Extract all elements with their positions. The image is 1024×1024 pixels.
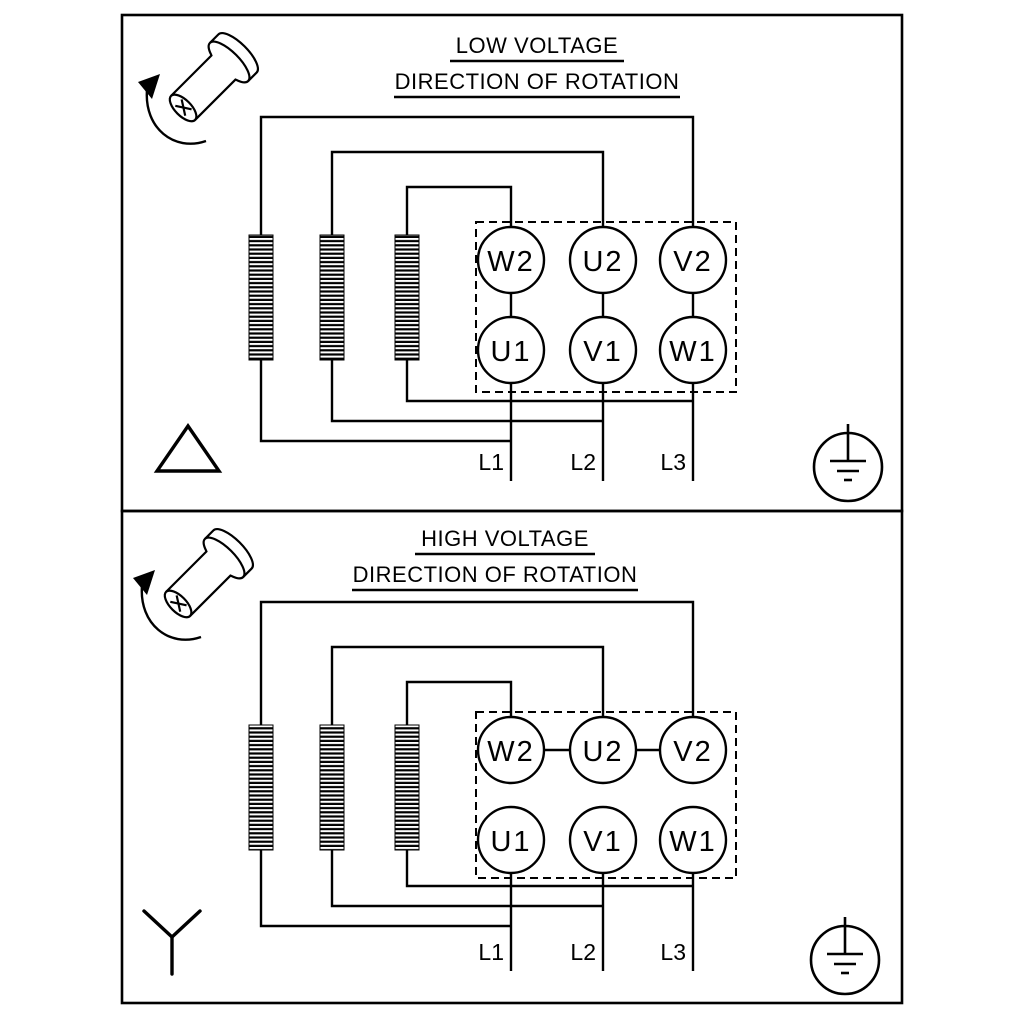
wire-coil3-bottom xyxy=(405,360,693,403)
terminal-u1: U1 xyxy=(476,805,546,875)
earth-ground-icon xyxy=(809,917,881,996)
terminal-block: W2 U2 V2 U1 V1 W1 xyxy=(475,711,737,879)
terminal-u1: U1 xyxy=(476,315,546,385)
terminal-v2: V2 xyxy=(658,715,728,785)
stator-windings xyxy=(248,724,420,851)
terminal-block-outline xyxy=(475,711,737,879)
winding-coil-3 xyxy=(394,234,420,361)
panel-title: HIGH VOLTAGE xyxy=(421,526,589,551)
lead-label-l2: L2 xyxy=(570,449,596,475)
rotation-arrow-head xyxy=(138,74,160,99)
delta-connection-icon xyxy=(153,423,223,473)
winding-coil-1 xyxy=(248,234,274,361)
wire-coil1-to-v2 xyxy=(259,115,695,235)
terminal-label: W2 xyxy=(487,246,535,278)
terminal-label: U2 xyxy=(582,246,623,278)
terminal-label: U1 xyxy=(490,336,531,368)
terminal-label: V1 xyxy=(583,336,622,368)
lead-label-l1: L1 xyxy=(478,939,504,965)
lead-label-l3: L3 xyxy=(660,939,686,965)
terminal-label: W1 xyxy=(669,826,717,858)
earth-ground-icon xyxy=(812,424,884,503)
winding-coil-2 xyxy=(319,234,345,361)
high-voltage-panel: HIGH VOLTAGE DIRECTION OF ROTATION xyxy=(120,509,904,1005)
panel-subtitle: DIRECTION OF ROTATION xyxy=(353,562,638,587)
winding-coil-3 xyxy=(394,724,420,851)
wire-coil1-to-v2 xyxy=(259,600,695,725)
terminal-w2: W2 xyxy=(476,225,546,295)
lead-label-l3: L3 xyxy=(660,449,686,475)
wire-coil1-bottom xyxy=(259,850,511,928)
terminal-label: U1 xyxy=(490,826,531,858)
terminal-label: V1 xyxy=(583,826,622,858)
rotation-arrow-arc xyxy=(140,585,202,641)
panel-border xyxy=(120,509,904,1005)
terminal-label: W1 xyxy=(669,336,717,368)
terminal-u2: U2 xyxy=(568,225,638,295)
terminal-v2: V2 xyxy=(658,225,728,295)
terminal-u2: U2 xyxy=(568,715,638,785)
winding-coil-1 xyxy=(248,724,274,851)
terminal-label: W2 xyxy=(487,736,535,768)
rotation-arrow-arc xyxy=(145,89,207,145)
wire-coil2-bottom xyxy=(330,360,603,423)
panel-subtitle: DIRECTION OF ROTATION xyxy=(395,69,680,94)
wiring xyxy=(259,600,695,971)
stator-windings xyxy=(248,234,420,361)
rotation-direction-icon xyxy=(133,528,254,641)
terminal-block-outline xyxy=(475,221,737,393)
star-connection-icon xyxy=(142,909,202,976)
wire-coil2-to-u2 xyxy=(330,150,605,235)
terminal-block: W2 U2 V2 U1 V1 W1 xyxy=(475,221,737,393)
wiring xyxy=(259,115,695,481)
rotation-arrow-head xyxy=(133,570,155,595)
wire-coil2-to-u2 xyxy=(330,645,605,725)
terminal-label: U2 xyxy=(582,736,623,768)
terminal-w2: W2 xyxy=(476,715,546,785)
wire-coil3-to-w2 xyxy=(405,185,513,235)
terminal-v1: V1 xyxy=(568,805,638,875)
terminal-w1: W1 xyxy=(658,315,728,385)
terminal-w1: W1 xyxy=(658,805,728,875)
lead-label-l2: L2 xyxy=(570,939,596,965)
wire-coil3-bottom xyxy=(405,850,693,888)
winding-coil-2 xyxy=(319,724,345,851)
wire-coil2-bottom xyxy=(330,850,603,908)
terminal-label: V2 xyxy=(673,246,712,278)
terminal-label: V2 xyxy=(673,736,712,768)
panel-title: LOW VOLTAGE xyxy=(456,33,618,58)
terminal-v1: V1 xyxy=(568,315,638,385)
rotation-direction-icon xyxy=(138,32,259,145)
wire-coil3-to-w2 xyxy=(405,680,513,725)
wire-coil1-bottom xyxy=(259,360,511,443)
lead-label-l1: L1 xyxy=(478,449,504,475)
low-voltage-panel: LOW VOLTAGE DIRECTION OF ROTATION xyxy=(120,13,904,513)
